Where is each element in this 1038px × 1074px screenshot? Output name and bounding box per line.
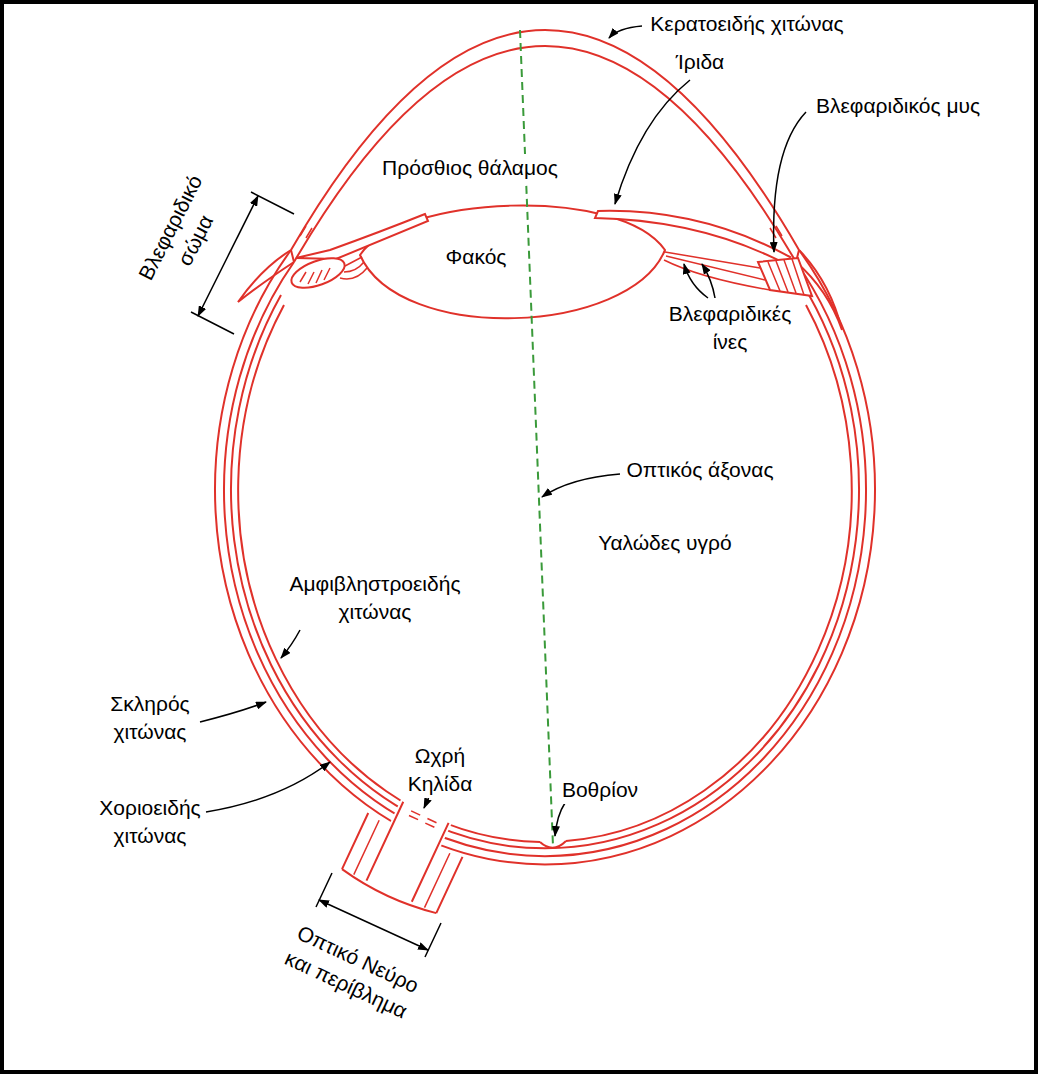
eye-outline [215, 30, 875, 918]
part-label: Χοριοειδής χιτώνας [99, 794, 201, 850]
ciliary-body [288, 252, 349, 294]
leader-arrow [774, 112, 806, 252]
leader-arrow [615, 80, 690, 204]
conjunctiva-line [238, 250, 294, 302]
part-label: Κερατοειδής χιτώνας [650, 10, 843, 38]
optic-axis-line [520, 30, 553, 846]
nerve-line [366, 802, 448, 902]
disc-marks [409, 811, 436, 827]
retina-line [238, 305, 540, 842]
disc-gap [386, 792, 455, 856]
ciliary-hatch [768, 259, 804, 295]
retina-line [566, 305, 852, 841]
part-label: Οπτικός άξονας [626, 456, 773, 484]
ciliary-muscle [758, 258, 812, 296]
zonule-fibers [340, 257, 367, 279]
leader-lines [200, 26, 806, 836]
part-label: Βλεφαριδικός μυς [816, 92, 980, 120]
part-label: Φακός [446, 243, 507, 271]
limbus-hatch [300, 226, 782, 238]
iris-left [296, 214, 428, 259]
iris-right [595, 211, 790, 263]
part-label: Ωχρή Κηλίδα [408, 742, 473, 798]
zonule-fibers [664, 252, 770, 290]
nerve-sheath [342, 813, 462, 913]
leader-arrow [684, 264, 708, 298]
leader-arrow [200, 702, 266, 722]
leader-arrow [281, 630, 300, 658]
ciliary-hatch [300, 268, 330, 284]
leader-arrow [609, 26, 642, 38]
part-label: Σκληρός χιτώνας [110, 690, 189, 746]
optic-nerve [340, 782, 477, 917]
part-label: Βλεφαριδικές ίνες [669, 300, 792, 356]
sclera-inner-line [224, 262, 866, 856]
part-label: Ίριδα [676, 48, 725, 76]
nerve-end [340, 869, 436, 917]
leader-arrow [555, 803, 565, 836]
leader-arrow [702, 264, 715, 298]
part-label: Αμφιβληστροειδής χιτώνας [289, 570, 460, 626]
part-label: Πρόσθιος θάλαμος [382, 154, 558, 182]
leader-arrow [542, 474, 620, 497]
part-label: Βοθρίον [562, 776, 638, 804]
nerve-line [354, 820, 450, 907]
part-label: Υαλώδες υγρό [598, 529, 731, 557]
leader-arrow [206, 762, 330, 812]
